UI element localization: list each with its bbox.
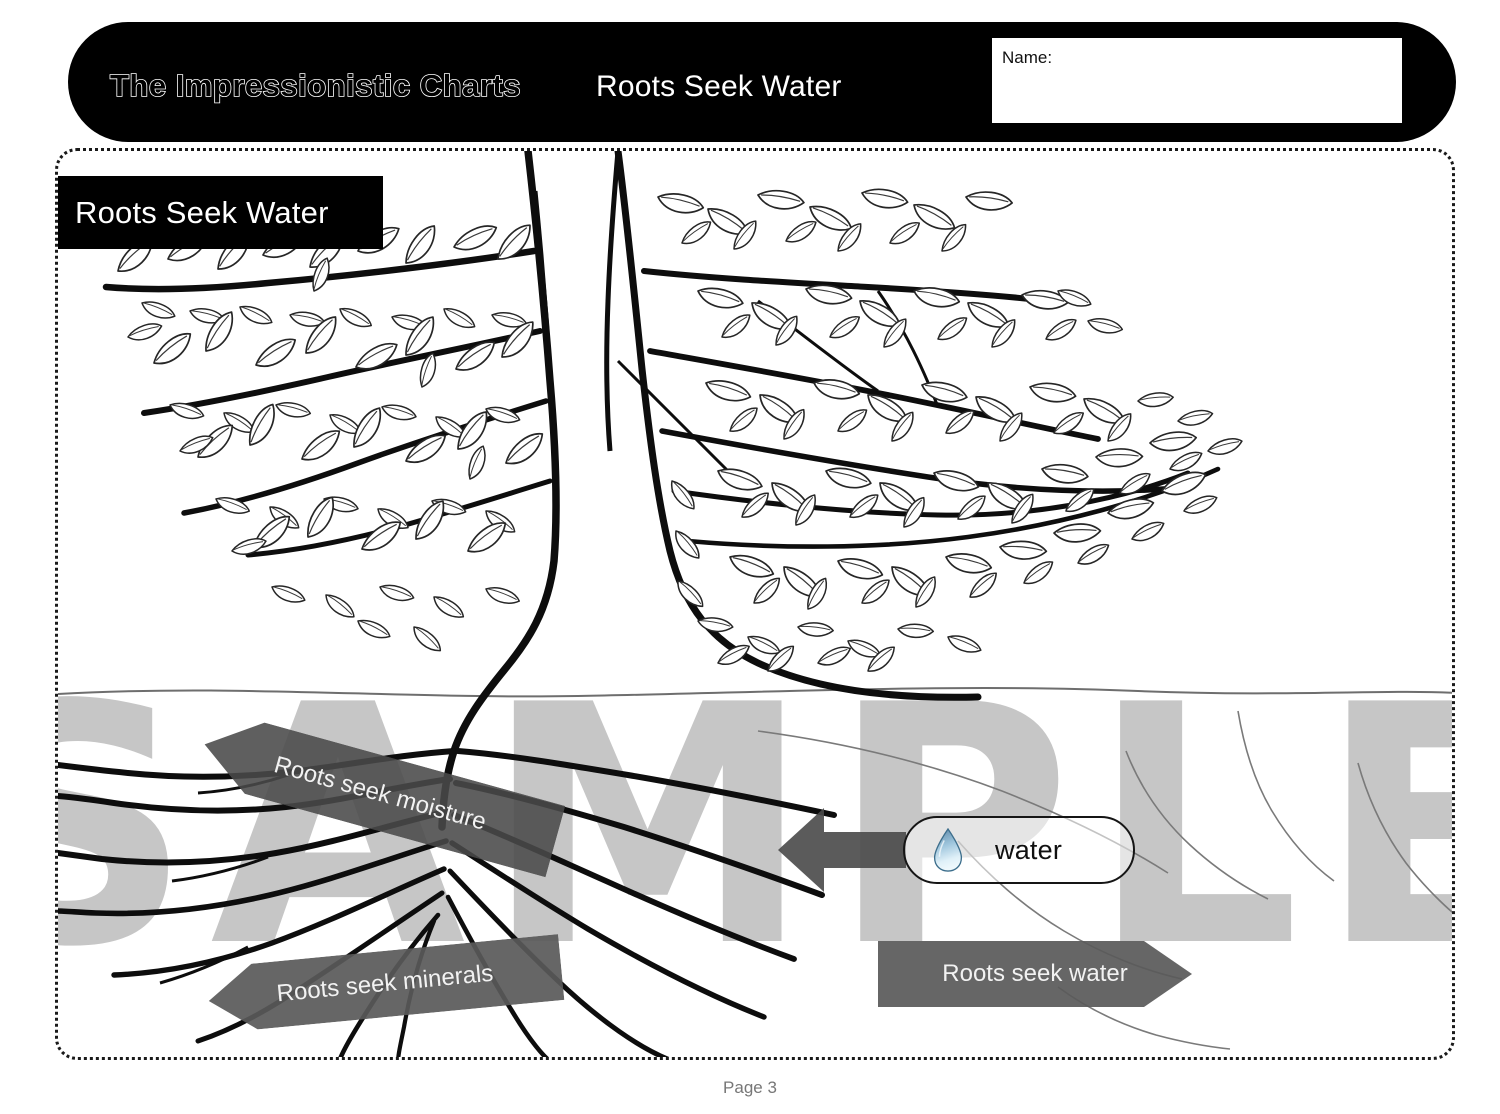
name-field[interactable]: Name: bbox=[992, 38, 1402, 123]
page-number: Page 3 bbox=[723, 1078, 777, 1097]
section-title-banner: Roots Seek Water bbox=[58, 176, 383, 249]
water-flow-arrow bbox=[778, 806, 906, 894]
tree-illustration bbox=[58, 151, 1452, 1057]
brand-title: The Impressionistic Charts bbox=[109, 67, 521, 104]
callout-arrow-moisture bbox=[195, 709, 566, 878]
callout-arrow-minerals bbox=[206, 934, 565, 1034]
worksheet-content-area: SAMPLE bbox=[55, 148, 1455, 1060]
name-field-label: Name: bbox=[1002, 48, 1053, 67]
section-title-label: Roots Seek Water bbox=[75, 194, 329, 230]
water-chip-label: water bbox=[995, 834, 1063, 865]
water-drop-icon bbox=[933, 828, 963, 872]
water-label-chip[interactable]: water bbox=[903, 816, 1135, 884]
callout-arrow-water bbox=[878, 941, 1192, 1007]
worksheet-title: Roots Seek Water bbox=[596, 70, 842, 103]
